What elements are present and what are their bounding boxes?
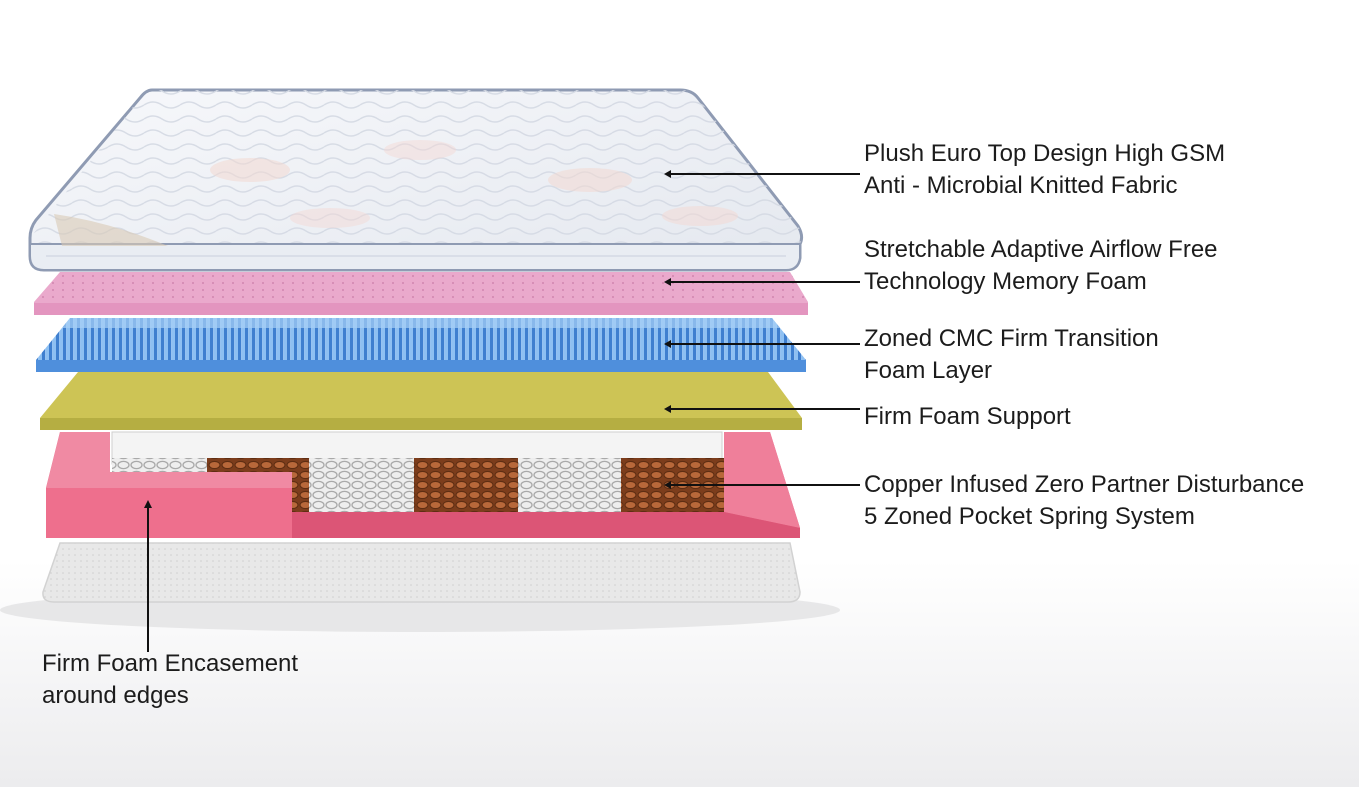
callout-firm-support: Firm Foam Support: [864, 401, 1071, 433]
callout-memory-foam: Stretchable Adaptive Airflow Free Techno…: [864, 234, 1218, 298]
callout-pocket-spring: Copper Infused Zero Partner Disturbance …: [864, 469, 1304, 533]
callout-text: Anti - Microbial Knitted Fabric: [864, 170, 1225, 202]
copper-spring-zone: [414, 458, 518, 512]
callout-text: Zoned CMC Firm Transition: [864, 323, 1159, 355]
callout-transition-foam: Zoned CMC Firm Transition Foam Layer: [864, 323, 1159, 387]
callout-text: Firm Foam Support: [864, 401, 1071, 433]
callout-text: Technology Memory Foam: [864, 266, 1218, 298]
memory-foam-layer: [34, 272, 808, 315]
callout-text: Firm Foam Encasement: [42, 648, 298, 680]
callout-text: Copper Infused Zero Partner Disturbance: [864, 469, 1304, 501]
base-fabric-layer: [43, 543, 800, 602]
callout-text: 5 Zoned Pocket Spring System: [864, 501, 1304, 533]
callout-text: Stretchable Adaptive Airflow Free: [864, 234, 1218, 266]
callout-text: Foam Layer: [864, 355, 1159, 387]
callout-encasement: Firm Foam Encasement around edges: [42, 648, 298, 712]
callout-euro-top: Plush Euro Top Design High GSM Anti - Mi…: [864, 138, 1225, 202]
firm-support-layer: [40, 372, 802, 430]
callout-text: Plush Euro Top Design High GSM: [864, 138, 1225, 170]
callout-text: around edges: [42, 680, 298, 712]
euro-top-layer: [30, 90, 802, 270]
